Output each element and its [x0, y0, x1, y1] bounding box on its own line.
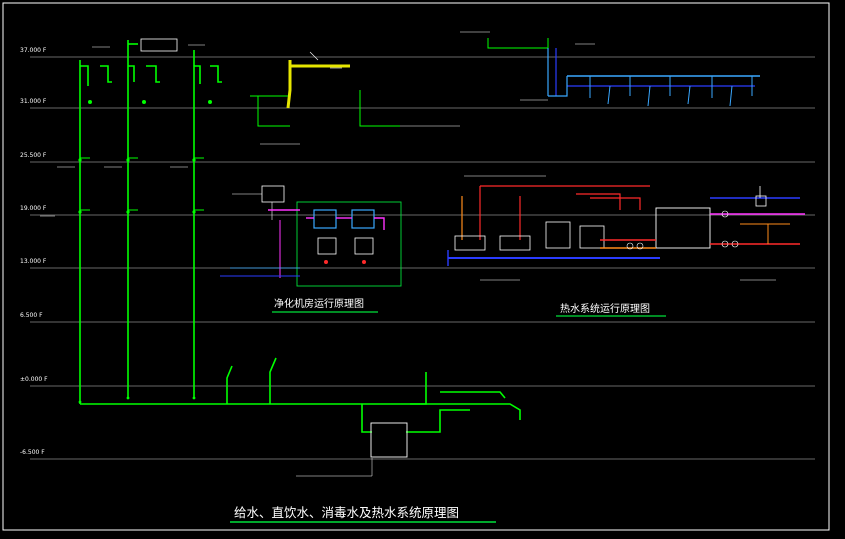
riser-2-branch-a — [128, 65, 135, 82]
header-branch-3 — [410, 372, 427, 405]
floor-label-25: 25.500 F — [20, 152, 47, 159]
rooftop-tank — [140, 38, 178, 52]
clean-room-diagram — [220, 185, 402, 287]
ground-water-tank — [370, 422, 408, 458]
header-branch-1 — [226, 365, 233, 404]
hot-water-caption: 热水系统运行原理图 — [560, 302, 650, 315]
floor-label-minus6: -6.500 F — [20, 449, 45, 456]
floor-label-13: 13.000 F — [20, 258, 47, 265]
purification-top-assembly — [250, 51, 460, 145]
floor-label-19: 19.000 F — [20, 205, 47, 212]
riser-1-branch-b — [100, 65, 112, 83]
riser-2-branch-b — [146, 65, 160, 83]
tank-to-outlet — [406, 409, 470, 433]
riser-valves — [78, 100, 212, 404]
drawing-frame — [2, 2, 830, 531]
header-branch-5 — [440, 391, 506, 399]
ground-tank-leader — [296, 458, 373, 477]
hot-water-diagram — [447, 175, 805, 281]
riser-3-branch-a — [194, 65, 201, 84]
riser-branches-mid — [80, 157, 204, 211]
header-branch-4 — [440, 403, 521, 420]
floor-label-0: ±0.000 F — [20, 376, 48, 383]
drawing-title: 给水、直饮水、消毒水及热水系统原理图 — [234, 505, 459, 520]
riser-annotations — [40, 44, 205, 217]
riser-1-branch-a — [80, 65, 89, 86]
supply-risers — [79, 40, 521, 433]
top-right-drops — [589, 76, 753, 107]
floor-lines — [30, 56, 815, 460]
floor-labels: 37.000 F 31.000 F 25.500 F 19.000 F 13.0… — [20, 47, 48, 456]
header-branch-2 — [269, 357, 277, 404]
header-to-tank — [361, 404, 372, 433]
floor-label-6: 6.500 F — [20, 312, 43, 319]
top-right-distribution — [460, 31, 760, 101]
clean-room-caption: 净化机房运行原理图 — [274, 297, 364, 310]
floor-label-31: 31.000 F — [20, 98, 47, 105]
floor-label-37: 37.000 F — [20, 47, 47, 54]
riser-3-branch-b — [210, 65, 222, 83]
